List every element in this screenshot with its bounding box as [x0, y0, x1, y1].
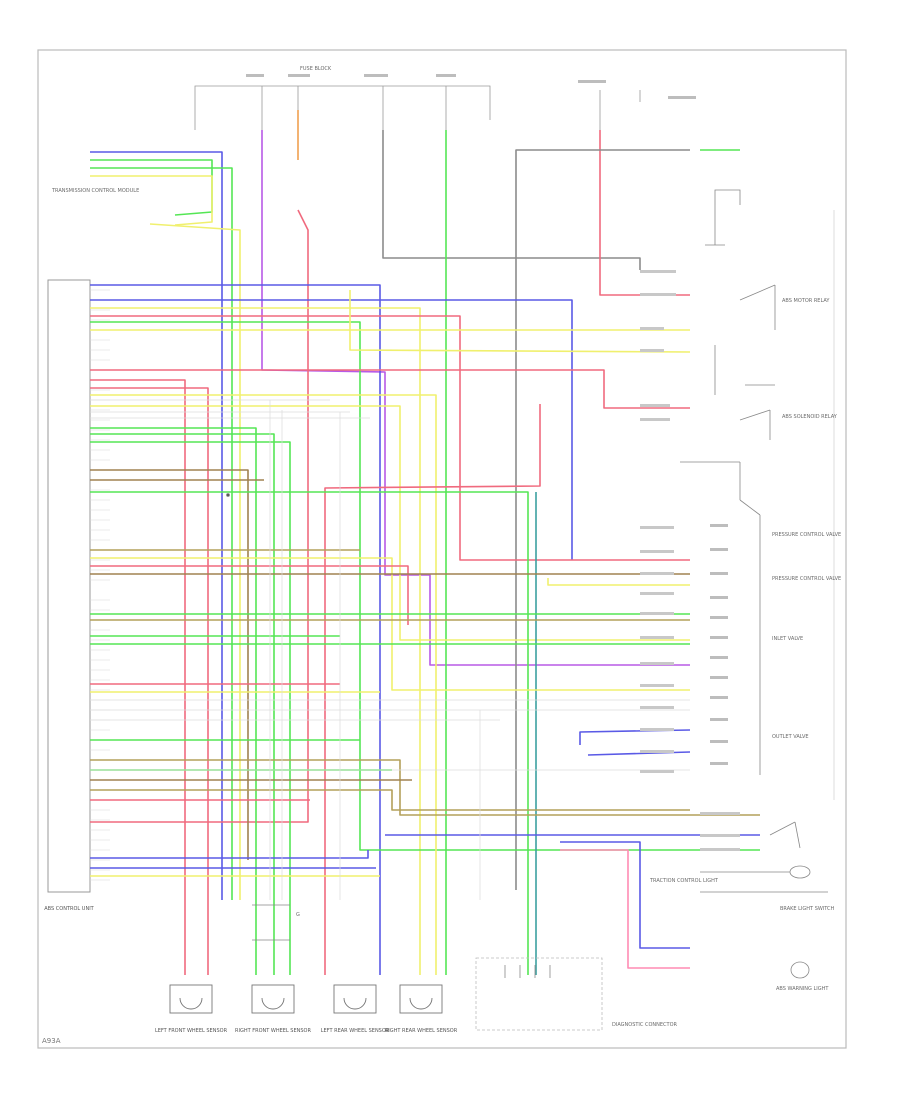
valve-1-label: PRESSURE CONTROL VALVE [772, 532, 841, 538]
wire [90, 491, 529, 975]
wire [90, 441, 291, 975]
component-labels: ABS CONTROL UNIT TRANSMISSION CONTROL MO… [44, 66, 841, 1034]
ground-marks [226, 493, 290, 941]
wire [90, 369, 690, 409]
diagram-frame [37, 49, 847, 1049]
valve-4-label: OUTLET VALVE [772, 734, 809, 740]
wire-label-dashes [640, 270, 740, 851]
wire [90, 315, 690, 561]
abs-control-unit-label: ABS CONTROL UNIT [44, 906, 94, 912]
traction-warning-label: TRACTION CONTROL LIGHT [649, 878, 719, 884]
wire [90, 850, 369, 859]
power-bus [194, 85, 641, 130]
wire [515, 149, 690, 890]
wire [90, 557, 690, 691]
wire [90, 427, 257, 975]
fuse-block-label: FUSE BLOCK [300, 66, 332, 72]
wire [90, 759, 760, 816]
wire [587, 751, 691, 756]
right-rear-sensor [399, 984, 443, 1014]
left-rear-sensor [333, 984, 377, 1014]
left-rear-sensor-label: LEFT REAR WHEEL SENSOR [321, 1028, 390, 1034]
ground-label: G [296, 912, 300, 918]
wire [90, 299, 573, 560]
diag-pins [504, 965, 551, 978]
wire [90, 565, 409, 625]
abs-warning-label: ABS WARNING LIGHT [776, 986, 829, 992]
wire [90, 284, 381, 975]
wire [149, 223, 241, 900]
right-front-sensor [251, 984, 295, 1014]
right-rear-sensor-label: RIGHT REAR WHEEL SENSOR [385, 1028, 458, 1034]
wheel-sensors [169, 984, 443, 1014]
wire [349, 290, 691, 353]
pale-wires [90, 399, 690, 900]
relay-abs-solenoid [680, 345, 775, 500]
diag-label: DIAGNOSTIC CONNECTOR [612, 1022, 678, 1028]
abs-control-unit [47, 279, 91, 893]
left-front-sensor [169, 984, 213, 1014]
relay-1-label: ABS MOTOR RELAY [782, 298, 830, 304]
left-front-sensor-label: LEFT FRONT WHEEL SENSOR [155, 1028, 228, 1034]
wire [324, 404, 541, 975]
wire [90, 151, 223, 900]
right-terminals [710, 524, 728, 765]
wire [90, 469, 249, 860]
wire [90, 405, 690, 641]
wire [90, 175, 213, 226]
valve-2-label: PRESSURE CONTROL VALVE [772, 576, 841, 582]
fuse-block-labels [246, 74, 696, 99]
wire [90, 433, 275, 975]
valve-3-label: INLET VALVE [772, 636, 803, 642]
wire [90, 394, 437, 975]
traction-control-light [700, 865, 828, 893]
wire [560, 841, 690, 949]
relay-2-label: ABS SOLENOID RELAY [782, 414, 838, 420]
tcm-label: TRANSMISSION CONTROL MODULE [51, 188, 139, 194]
abs-pin-stubs [90, 289, 110, 881]
wire [90, 307, 421, 975]
diagram-code: A93A [42, 1037, 61, 1045]
right-front-sensor-label: RIGHT FRONT WHEEL SENSOR [235, 1028, 311, 1034]
brake-light-switch [769, 821, 801, 849]
wire [90, 167, 233, 900]
wire [560, 849, 690, 969]
wire [382, 130, 641, 270]
wire [90, 789, 690, 811]
wire [90, 209, 309, 823]
diagnostic-connector [475, 957, 603, 1031]
wire-harness [90, 110, 760, 975]
relay-abs-motor [705, 189, 776, 330]
wire [579, 729, 691, 745]
brake-switch-label: BRAKE LIGHT SWITCH [780, 906, 835, 912]
wire [90, 379, 186, 975]
wire [547, 578, 690, 586]
wire [90, 387, 209, 975]
valve-block [739, 499, 761, 775]
abs-warning-light [790, 961, 810, 979]
